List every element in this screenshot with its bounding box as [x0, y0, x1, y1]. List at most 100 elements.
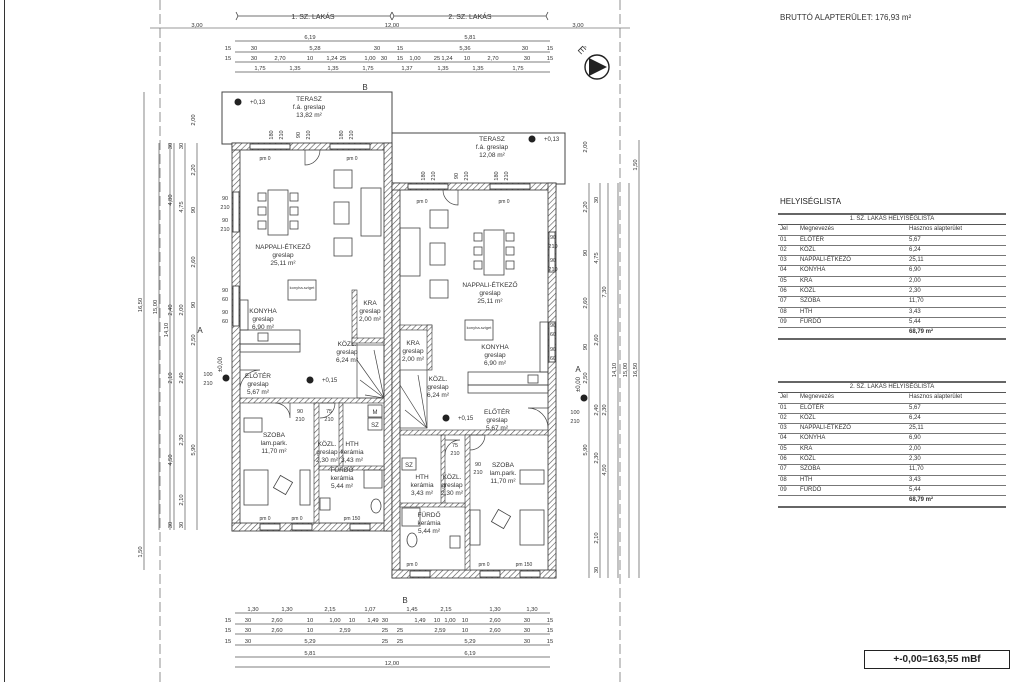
- room-area: 25,11 m²: [477, 298, 503, 305]
- dimension-label: 30: [524, 618, 530, 624]
- room-area: 6,90 m²: [252, 324, 275, 331]
- room-floor: greslap: [484, 352, 506, 359]
- table-cell: 6,24: [907, 413, 1006, 425]
- dimension-label: 15: [225, 628, 231, 634]
- level-marker-icon: [222, 374, 230, 382]
- level-marker-icon: [442, 414, 450, 422]
- room-area: 2,00 m²: [402, 356, 425, 363]
- dimension-label: 15: [397, 56, 403, 62]
- table-cell: 04: [778, 433, 798, 445]
- room-name: KONYHA: [481, 344, 509, 351]
- opening-size: 210: [450, 451, 459, 457]
- opening-size: 60: [550, 356, 556, 362]
- dimension-label: 10: [464, 56, 470, 62]
- dimension-label: 12,00: [385, 23, 400, 29]
- parapet-label: pm 0: [478, 562, 489, 568]
- room-floor: f.á. greslap: [476, 144, 509, 151]
- dimension-label: 1,75: [362, 66, 373, 72]
- opening-size: 210: [220, 227, 229, 233]
- table-cell: 07: [778, 296, 798, 308]
- opening-size: 210: [473, 470, 482, 476]
- room-floor: lam.park.: [261, 440, 288, 447]
- outer-walls: [231, 142, 557, 579]
- dimension-label: 4,75: [594, 252, 600, 263]
- opening-size: 180: [339, 130, 345, 139]
- table-cell: 07: [778, 464, 798, 476]
- table-cell: 08: [778, 475, 798, 486]
- level-marker-icon: [528, 135, 536, 143]
- room-area: 11,70 m²: [490, 478, 516, 485]
- room-area: 6,24 m²: [427, 392, 450, 399]
- table-cell: KÖZL: [798, 286, 907, 298]
- dimension-label: 30: [374, 46, 380, 52]
- opening-size: 60: [222, 297, 228, 303]
- opening-size: 90: [296, 132, 302, 138]
- room-floor: greslap: [272, 252, 294, 259]
- room-name: FÜRDŐ: [330, 465, 353, 474]
- table-cell: 09: [778, 485, 798, 497]
- room-area: 2,30 m²: [441, 490, 464, 497]
- dimension-label: 30: [382, 618, 388, 624]
- table-cell: 06: [778, 454, 798, 466]
- dimension-label: 15: [225, 639, 231, 645]
- dimension-label: 2,50: [191, 334, 197, 345]
- room-name: NAPPALI-ÉTKEZŐ: [255, 242, 310, 251]
- dimension-label: 2,40: [594, 404, 600, 415]
- dimension-label: 2,40: [179, 372, 185, 383]
- elevation-label: +0,15: [458, 416, 474, 422]
- opening-size: 180: [421, 171, 427, 180]
- dimension-label: 14,10: [612, 363, 618, 378]
- opening-size: 75: [452, 443, 458, 449]
- dimension-label: 30: [251, 46, 257, 52]
- dimension-label: 1,35: [472, 66, 483, 72]
- dimension-label: 15: [397, 46, 403, 52]
- opening-size: 90: [475, 462, 481, 468]
- room-floor: greslap: [252, 316, 274, 323]
- table-cell: 06: [778, 286, 798, 298]
- dimension-label: 10: [307, 628, 313, 634]
- table-cell: FÜRDŐ: [798, 317, 907, 329]
- section-label: A: [575, 365, 581, 374]
- dimension-label: 15: [547, 46, 553, 52]
- table-cell: SZOBA: [798, 296, 907, 308]
- dimension-label: 30: [245, 628, 251, 634]
- dimension-label: 4,80: [168, 194, 174, 205]
- opening-size: 60: [550, 332, 556, 338]
- dimension-label: 1,75: [254, 66, 265, 72]
- table-cell: KRA: [798, 276, 907, 288]
- dimension-label: 30: [522, 46, 528, 52]
- dimension-label: 15: [225, 46, 231, 52]
- table-cell: KÖZL: [798, 413, 907, 425]
- dimension-label: 25: [382, 639, 388, 645]
- room-area: 11,70 m²: [261, 448, 287, 455]
- table-cell: 2,30: [907, 454, 1006, 466]
- dimension-label: 1,30: [489, 607, 500, 613]
- table-cell: 6,24: [907, 245, 1006, 257]
- dimension-label: 6,19: [464, 651, 475, 657]
- parapet-label: pm 0: [259, 516, 270, 522]
- parapet-label: pm 0: [291, 516, 302, 522]
- dimension-label: 2,50: [583, 372, 589, 383]
- room-floor: kerámia: [340, 449, 364, 456]
- room-name: TERASZ: [479, 136, 505, 143]
- gross-floor-area: BRUTTÓ ALAPTERÜLET: 176,93 m²: [780, 13, 912, 22]
- room-area: 5,44 m²: [331, 483, 354, 490]
- table-title: 1. SZ. LAKÁS HELYISÉGLISTA: [778, 213, 1006, 226]
- dimension-label: 7,30: [602, 286, 608, 297]
- dimension-label: 25: [397, 628, 403, 634]
- room-area: 3,43 m²: [341, 457, 364, 464]
- table-cell: ELŐTÉR: [798, 403, 907, 414]
- room-floor: kerámia: [417, 520, 441, 527]
- parapet-label: pm 150: [344, 516, 361, 522]
- table-cell: 25,11: [907, 255, 1006, 267]
- dimension-label: 2,15: [324, 607, 335, 613]
